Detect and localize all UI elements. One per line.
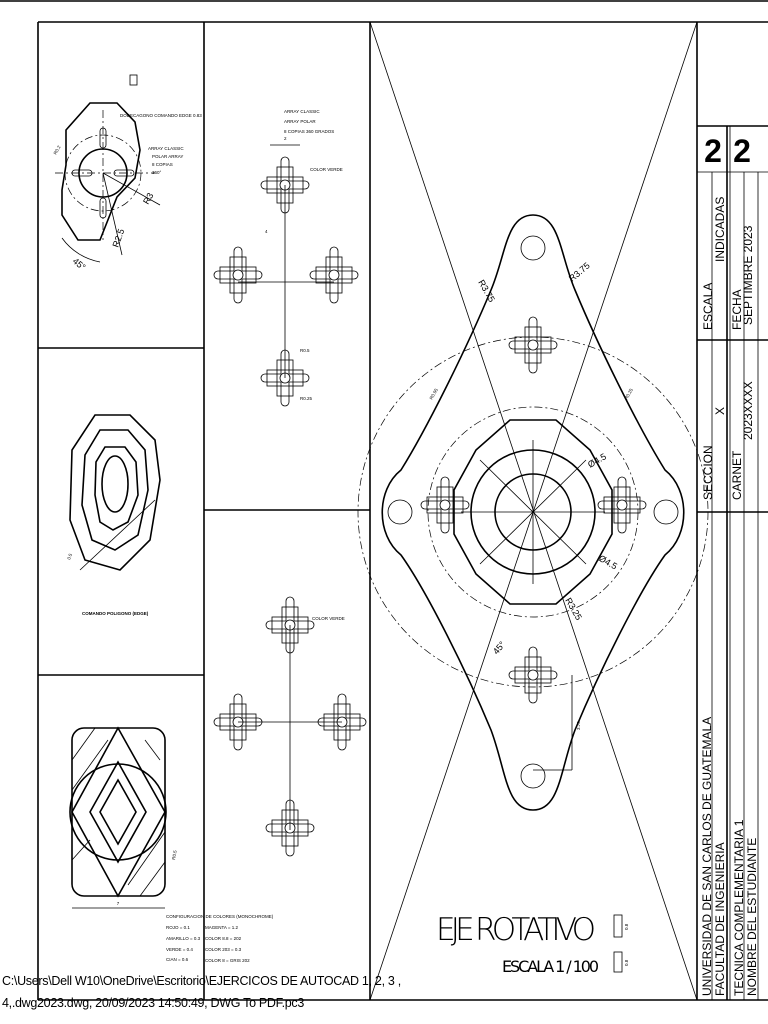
title-tag-2: 0.8 [624,959,629,966]
title-tag-1: 0.8 [624,923,629,930]
color-verde-note-1: COLOR VERDE [310,167,343,172]
file-path-footer: C:\Users\Dell W10\OneDrive\Escritorio\EJ… [2,970,401,1014]
array-note-1: ARRAY CLASSIC [148,146,184,151]
footer-line-1: C:\Users\Dell W10\OneDrive\Escritorio\EJ… [2,974,401,988]
dim-r0-25-p4: R0.25 [300,396,313,401]
sheet-number-2: 2 [733,133,751,169]
university-name: UNIVERSIDAD DE SAN CARLOS DE GUATEMALA [700,717,714,996]
student-name: NOMBRE DEL ESTUDIANTE [745,838,759,996]
dim-3-75: 3.75 [576,721,581,730]
dim-d4-5-a: Ø4.5 [586,451,608,469]
panel-polar-array: ARRAY CLASSIC ARRAY POLAR 8 COPIAS 360 G… [213,109,359,407]
dim-45-main: 45° [491,639,508,656]
escala-value: INDICADAS [713,197,727,262]
dim-r3-75-right: R3.75 [567,260,592,283]
dim-45: 45° [71,256,88,273]
main-drawing-eje-rotativo: R3.75 R3.75 Ø4.5 Ø4.5 R3.25 45° 3.75 R0.… [357,21,709,1001]
drawing-scale: ESCALA 1 / 100 [502,957,599,976]
dim-r0-5-p4: R0.5 [300,348,310,353]
note-dodecagono: DODECAGONO COMANDO EDGE 0.83 [120,113,202,118]
carnet-value: 2023XXXX [741,381,755,440]
config-amarillo: AMARILLO = 0.3 [166,936,201,941]
escala-label: ESCALA [701,283,715,330]
config-title: CONFIGURACION DE COLORES (MONOCHROME) [166,914,274,919]
color-verde-note-2: COLOR VERDE [312,616,345,621]
faculty-name: FACULTAD DE INGENIERIA [713,842,727,996]
panel-polygon-edge: COMANDO POLIGONO (EDGE) 0.5 [66,414,161,616]
array-note-4: 360° [152,170,162,175]
seccion-value: X [713,407,727,415]
array-note-3: 8 COPIAS [152,162,173,167]
title-block: 2 2 ESCALA INDICADAS FECHA SEPTIMBRE 202… [697,125,768,1000]
dim-7: 7 [117,901,120,906]
config-color-203: COLOR 203 = 0.3 [205,947,242,952]
config-color-8: COLOR 8 = GRIS 202 [205,958,250,963]
sheet-number-1: 2 [704,133,722,169]
carnet-label: CARNET [730,450,744,500]
dim-d4-5-b: Ø4.5 [597,553,619,571]
note-array-polar: ARRAY POLAR [284,119,316,124]
array-note-2: POLAR ARRAY [152,154,183,159]
caption-comando-poligono: COMANDO POLIGONO (EDGE) [82,611,149,616]
sheet-frame [0,0,768,1001]
dim-r2-5: R2.5 [110,227,126,248]
panel-hatched-square: 7 R0.5 [69,726,178,909]
course-name: TECNICA COMPLEMENTARIA 1 [732,819,746,996]
note-array-classic: ARRAY CLASSIC [284,109,320,114]
dim-panel2: 0.5 [66,552,73,560]
dim-r0-2: R0.2 [53,144,62,155]
fecha-value: SEPTIMBRE 2023 [741,225,755,325]
config-rojo: ROJO = 0.1 [166,925,190,930]
panel-dodecagon-array: DODECAGONO COMANDO EDGE 0.83 ARRAY CLASS… [53,74,202,273]
fecha-label: FECHA [730,289,744,330]
config-magenta: MAGENTA = 1.2 [205,925,239,930]
footer-line-2: 4,.dwg2023.dwg, 20/09/2023 14:50:49, DWG… [2,996,305,1010]
dim-r0-5: R0.5 [171,849,178,860]
drawing-title: EJE ROTATIVO [436,912,596,948]
dim-4: 4 [265,229,268,234]
panel-array-color: COLOR VERDE CONFIGURACION DE COLORES (MO… [166,596,367,963]
seccion-label: SECCION [701,445,715,500]
note-copias: 8 COPIAS 360 GRADOS [284,129,334,134]
config-color-88: COLOR 8.8 = 202 [205,936,242,941]
config-cian: CIAN = 0.6 [166,957,189,962]
dim-r0-95: R0.95 [429,387,440,400]
dim-r0-25-main: R0.25 [624,387,635,400]
config-verde: VERDE = 0.4 [166,947,193,952]
dim-r3: R3 [141,191,155,206]
dim-2: 2 [284,136,287,141]
